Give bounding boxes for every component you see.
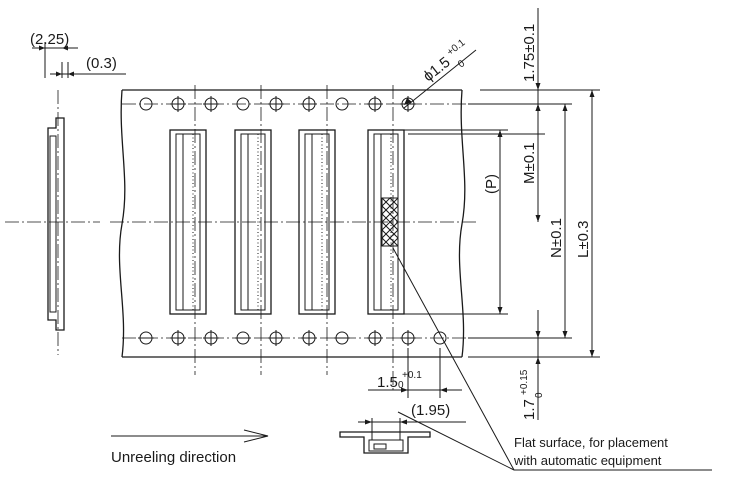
top-edge-label: 1.75±0.1	[521, 24, 538, 82]
side-width-label: (2.25)	[30, 31, 69, 48]
pocket-m-label: M±0.1	[521, 142, 538, 184]
hole-diameter-tol-lower: 0	[456, 58, 468, 70]
hole-diameter-value: ϕ1.5	[420, 54, 454, 85]
dim-pitch-p: (P)	[404, 129, 508, 315]
dim-hole-diameter: ϕ1.5 +0.1 0	[403, 37, 477, 109]
connector-pockets	[169, 129, 405, 315]
hole-diameter-tol-upper: +0.1	[445, 37, 468, 58]
unreeling-direction-label: Unreeling direction	[111, 449, 236, 466]
hole-diameter-label: ϕ1.5 +0.1	[419, 37, 473, 85]
dim-top-edge: 1.75±0.1	[480, 8, 600, 118]
hole-pitch-tol-upper: +0.1	[402, 370, 422, 381]
dim-hole-pitch: 1.5 +0.1 0	[368, 348, 462, 398]
dim-pocket-n: N±0.1	[468, 103, 572, 339]
side-thickness-label: (0.3)	[86, 55, 117, 72]
unreeling-direction-arrow	[111, 429, 269, 443]
dim-bottom-edge: 1.7 +0.15 0	[519, 310, 545, 420]
hole-pitch-value: 1.5	[377, 374, 398, 391]
tape-l-label: L±0.3	[575, 221, 592, 258]
dim-tape-l: L±0.3	[468, 90, 600, 358]
bottom-edge-label: 1.7 +0.15	[519, 369, 538, 420]
connector-pocket	[234, 129, 272, 315]
dim-pocket-depth: (1.95)	[358, 402, 466, 440]
flat-surface-hatch	[381, 197, 399, 247]
flat-surface-label-line2: with automatic equipment	[513, 453, 662, 468]
sprocket-holes-bottom	[122, 330, 480, 346]
dim-side-thickness: (0.3)	[50, 55, 126, 77]
connector-pocket	[298, 129, 336, 315]
pitch-p-label: (P)	[483, 174, 500, 194]
tape-cross-section	[339, 431, 431, 454]
hole-pitch-label: 1.5 +0.1	[377, 370, 422, 391]
sprocket-holes-top	[122, 96, 480, 112]
pocket-n-label: N±0.1	[548, 218, 565, 258]
dim-pocket-m: M±0.1	[408, 104, 545, 222]
flat-surface-leader	[392, 247, 712, 471]
tape-outline	[110, 89, 478, 358]
dim-side-width: (2.25)	[30, 31, 78, 51]
flat-surface-label-line1: Flat surface, for placement	[514, 435, 668, 450]
bottom-edge-tol-upper: +0.15	[519, 369, 530, 395]
pocket-centerlines	[194, 85, 394, 390]
side-view	[5, 42, 100, 355]
connector-pocket	[169, 129, 207, 315]
bottom-edge-value: 1.7	[521, 399, 538, 420]
pocket-depth-label: (1.95)	[411, 402, 450, 419]
bottom-edge-tol-lower: 0	[534, 392, 545, 398]
hole-pitch-tol-lower: 0	[398, 380, 404, 391]
